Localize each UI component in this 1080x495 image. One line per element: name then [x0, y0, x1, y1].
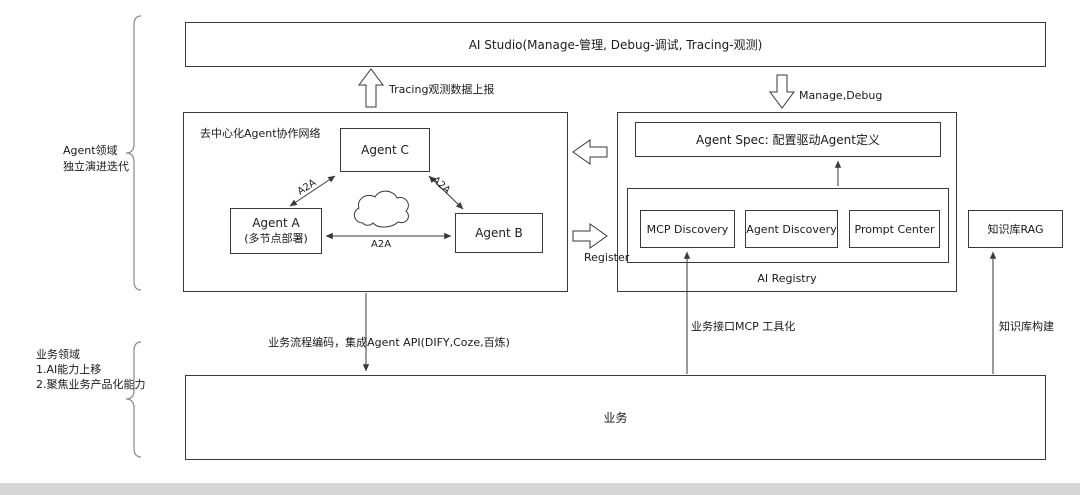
agent-spec-label: Agent Spec: 配置驱动Agent定义 — [696, 133, 880, 147]
registry-to-network-left-arrow — [572, 139, 608, 165]
mcp-tooling-flow-label: 业务接口MCP 工具化 — [691, 320, 796, 333]
mcp-discovery-label: MCP Discovery — [646, 222, 729, 236]
agent-domain-annotation: Agent领域 独立演进迭代 — [63, 143, 129, 175]
business-flow-label: 业务流程编码，集成Agent API(DIFY,Coze,百炼) — [268, 336, 510, 349]
agent-discovery-box: Agent Discovery — [745, 210, 838, 248]
page-footer-strip — [0, 483, 1080, 495]
agent-b-label: Agent B — [475, 226, 523, 240]
agent-c-box: Agent C — [340, 128, 430, 172]
prompt-center-label: Prompt Center — [854, 222, 935, 236]
manage-debug-down-arrow — [769, 74, 795, 109]
ai-registry-title: AI Registry — [757, 272, 817, 285]
business-domain-annotation: 业务领域 1.AI能力上移 2.聚焦业务产品化能力 — [36, 347, 146, 392]
register-flow-label: Register — [584, 251, 630, 264]
knowledge-rag-box: 知识库RAG — [968, 210, 1063, 248]
ai-studio-title: AI Studio(Manage-管理, Debug-调试, Tracing-观… — [468, 38, 763, 52]
agent-a-label: Agent A — [252, 216, 300, 230]
business-domain-line1: 业务领域 — [36, 348, 80, 361]
business-domain-line3: 2.聚焦业务产品化能力 — [36, 378, 146, 391]
agent-spec-box: Agent Spec: 配置驱动Agent定义 — [635, 122, 941, 157]
agent-a-sublabel: (多节点部署) — [244, 232, 308, 245]
mcp-discovery-box: MCP Discovery — [640, 210, 735, 248]
knowledge-rag-label: 知识库RAG — [987, 223, 1044, 236]
prompt-center-box: Prompt Center — [849, 210, 940, 248]
agent-domain-line2: 独立演进迭代 — [63, 160, 129, 173]
a2a-label-bottom: A2A — [371, 239, 392, 250]
agent-discovery-label: Agent Discovery — [746, 222, 837, 236]
business-box: 业务 — [185, 375, 1046, 460]
tracing-flow-label: Tracing观测数据上报 — [389, 83, 495, 96]
manage-debug-flow-label: Manage,Debug — [799, 89, 883, 102]
tracing-up-arrow — [358, 68, 384, 108]
ai-studio-box: AI Studio(Manage-管理, Debug-调试, Tracing-观… — [185, 22, 1046, 67]
agent-a-box: Agent A (多节点部署) — [230, 208, 322, 254]
agent-b-box: Agent B — [455, 213, 543, 253]
business-domain-line2: 1.AI能力上移 — [36, 363, 102, 376]
business-label: 业务 — [603, 411, 628, 425]
register-right-arrow — [572, 223, 608, 249]
agent-network-title: 去中心化Agent协作网络 — [200, 127, 321, 140]
knowledge-build-flow-label: 知识库构建 — [999, 320, 1054, 333]
agent-c-label: Agent C — [361, 143, 409, 157]
agent-domain-line1: Agent领域 — [63, 144, 118, 157]
